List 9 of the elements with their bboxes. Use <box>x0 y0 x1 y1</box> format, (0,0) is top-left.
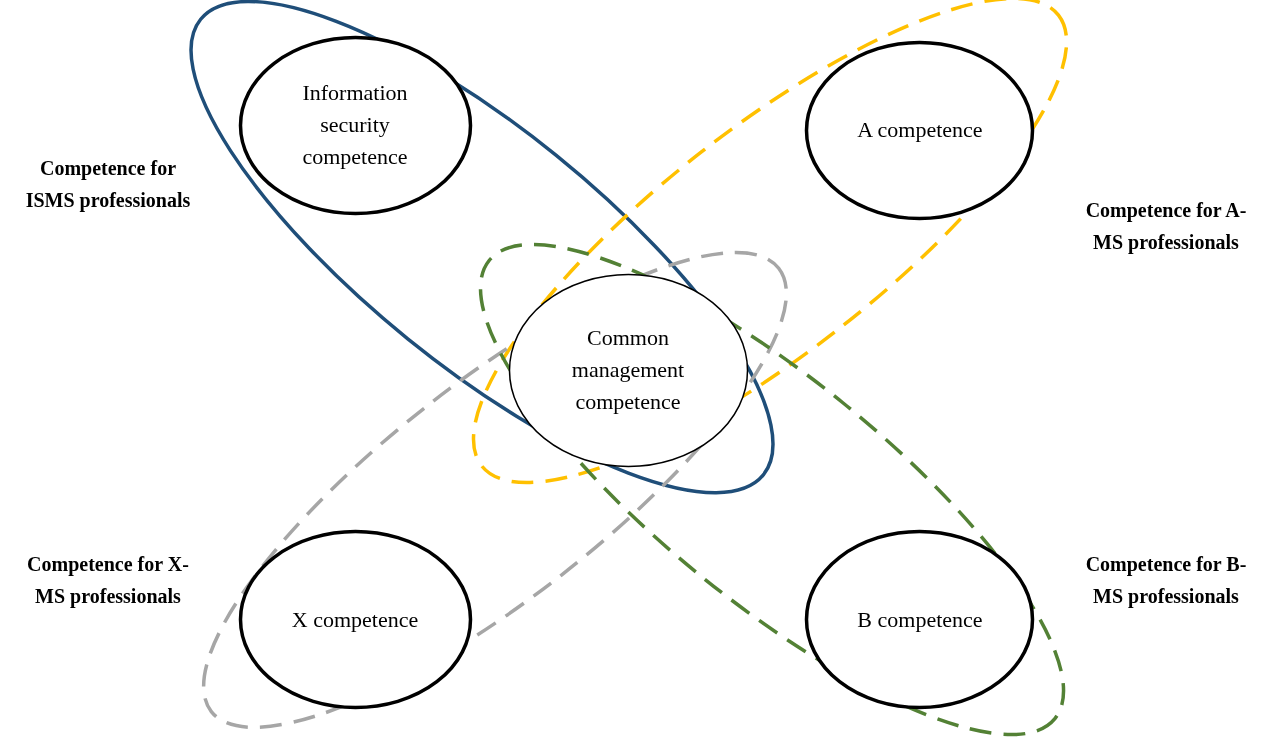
group-label: Competence for ISMS professionals <box>24 156 192 214</box>
group-label: Competence for X-MS professionals <box>26 552 190 610</box>
group-label: Competence for B-MS professionals <box>1084 552 1248 610</box>
competence-label: B competence <box>856 606 984 634</box>
competence-label: A competence <box>856 116 984 144</box>
group-label: Competence for A-MS professionals <box>1084 198 1248 256</box>
competence-label: X competence <box>290 606 420 634</box>
competence-label: Information security competence <box>301 79 409 171</box>
competence-label: Common management competence <box>570 324 686 416</box>
